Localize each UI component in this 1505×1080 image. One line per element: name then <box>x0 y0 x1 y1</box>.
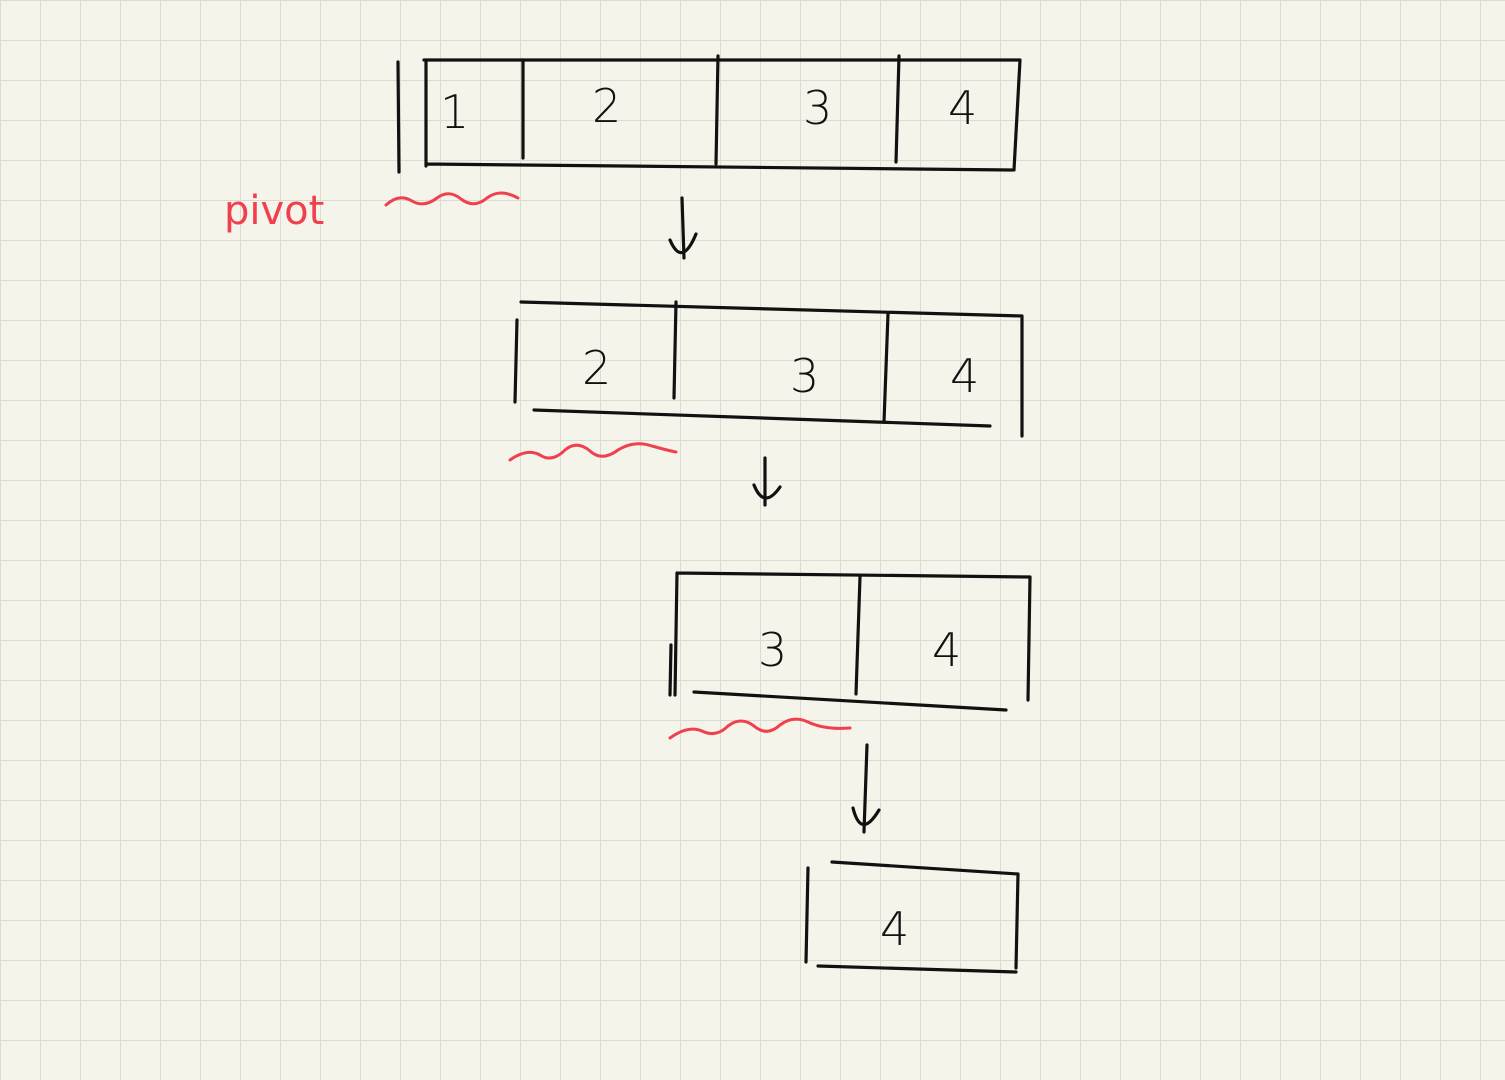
cell-row-3-1: 3 <box>758 623 787 677</box>
array-row-3-dividers <box>854 575 862 696</box>
array-row-3-outline <box>668 571 1032 712</box>
array-row-2-dividers <box>672 300 890 424</box>
array-row-4: 4 <box>804 860 1020 974</box>
pivot-underline-row-3 <box>668 717 852 740</box>
cell-row-1-2: 2 <box>592 79 621 133</box>
array-row-2-outline <box>513 300 1024 438</box>
cell-row-2-1: 2 <box>582 341 611 395</box>
cell-row-1-1: 1 <box>440 85 469 139</box>
pivot-underline-row-2 <box>508 442 678 462</box>
pivot-label: pivot <box>224 188 324 234</box>
cell-row-2-2: 3 <box>790 349 819 403</box>
array-row-3: 3 4 <box>668 571 1032 712</box>
cell-row-3-2: 4 <box>932 623 961 677</box>
cell-row-1-4: 4 <box>948 81 977 135</box>
down-arrow-1 <box>668 196 698 260</box>
cell-row-2-3: 4 <box>950 349 979 403</box>
array-row-1-outline <box>396 58 1022 174</box>
cell-row-4-1: 4 <box>880 902 909 956</box>
pivot-underline-row-1 <box>384 191 520 207</box>
array-row-4-outline <box>804 860 1020 974</box>
down-arrow-3 <box>851 743 881 834</box>
down-arrow-2 <box>752 456 782 507</box>
cell-row-1-3: 3 <box>803 81 832 135</box>
array-row-2: 2 3 4 <box>513 300 1024 438</box>
array-row-1: 1 2 3 4 <box>396 54 1022 174</box>
array-row-1-dividers <box>521 54 901 166</box>
